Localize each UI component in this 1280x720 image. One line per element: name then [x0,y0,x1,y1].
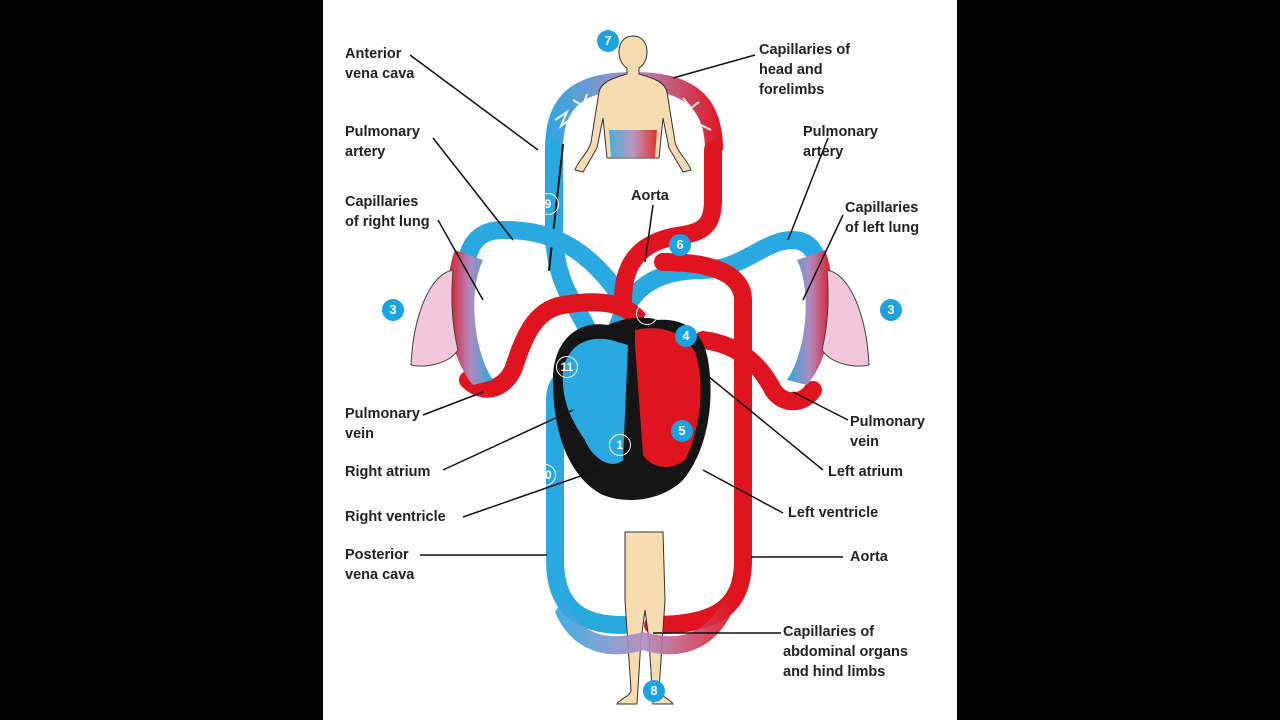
label-pulmonary-vein-left: Pulmonary vein [345,406,420,442]
label-right-ventricle: Right ventricle [345,509,446,525]
badge-3-right: 3 [880,299,902,321]
label-aorta-bottom: Aorta [850,549,888,565]
label-right-atrium: Right atrium [345,464,431,480]
label-pulmonary-artery-left: Pulmonary artery [345,124,420,160]
badge-3-left: 3 [382,299,404,321]
chest-capillary [609,130,657,158]
label-capillaries-right-lung: Capillaries of right lung [345,194,430,230]
label-pulmonary-artery-right: Pulmonary artery [803,124,878,160]
left-lung-capillaries [787,250,833,385]
head-capillary-loop [545,72,723,150]
badge-8: 8 [643,680,665,702]
diagram-canvas: Anterior vena cava Capillaries of head a… [323,0,957,720]
right-lung [410,269,459,367]
badge-7: 7 [597,30,619,52]
label-anterior-vena-cava: Anterior vena cava [345,46,415,82]
lower-capillary-loop [555,600,733,655]
leader-lines [409,54,849,634]
label-left-ventricle: Left ventricle [788,505,879,521]
badge-2: 2 [636,303,658,325]
circulation-diagram [409,35,870,705]
badge-6: 6 [669,234,691,256]
left-heart-chambers [635,328,701,467]
label-capillaries-head: Capillaries of head and forelimbs [759,42,851,98]
badge-9: 9 [537,193,559,215]
label-left-atrium: Left atrium [828,464,903,480]
right-heart-chambers [562,338,628,464]
badge-5: 5 [671,420,693,442]
badge-10: 10 [534,464,556,486]
head-capillary-mesh [554,93,712,133]
badge-4: 4 [675,325,697,347]
right-lung-capillaries [447,250,493,385]
label-pulmonary-vein-right: Pulmonary vein [850,414,925,450]
badge-11: 11 [556,356,578,378]
badge-1: 1 [609,434,631,456]
label-aorta-top: Aorta [631,188,669,204]
left-lung [821,269,870,367]
label-capillaries-abdominal: Capillaries of abdominal organs and hind… [783,624,908,680]
label-posterior-vena-cava: Posterior vena cava [345,547,415,583]
label-capillaries-left-lung: Capillaries of left lung [845,200,920,236]
